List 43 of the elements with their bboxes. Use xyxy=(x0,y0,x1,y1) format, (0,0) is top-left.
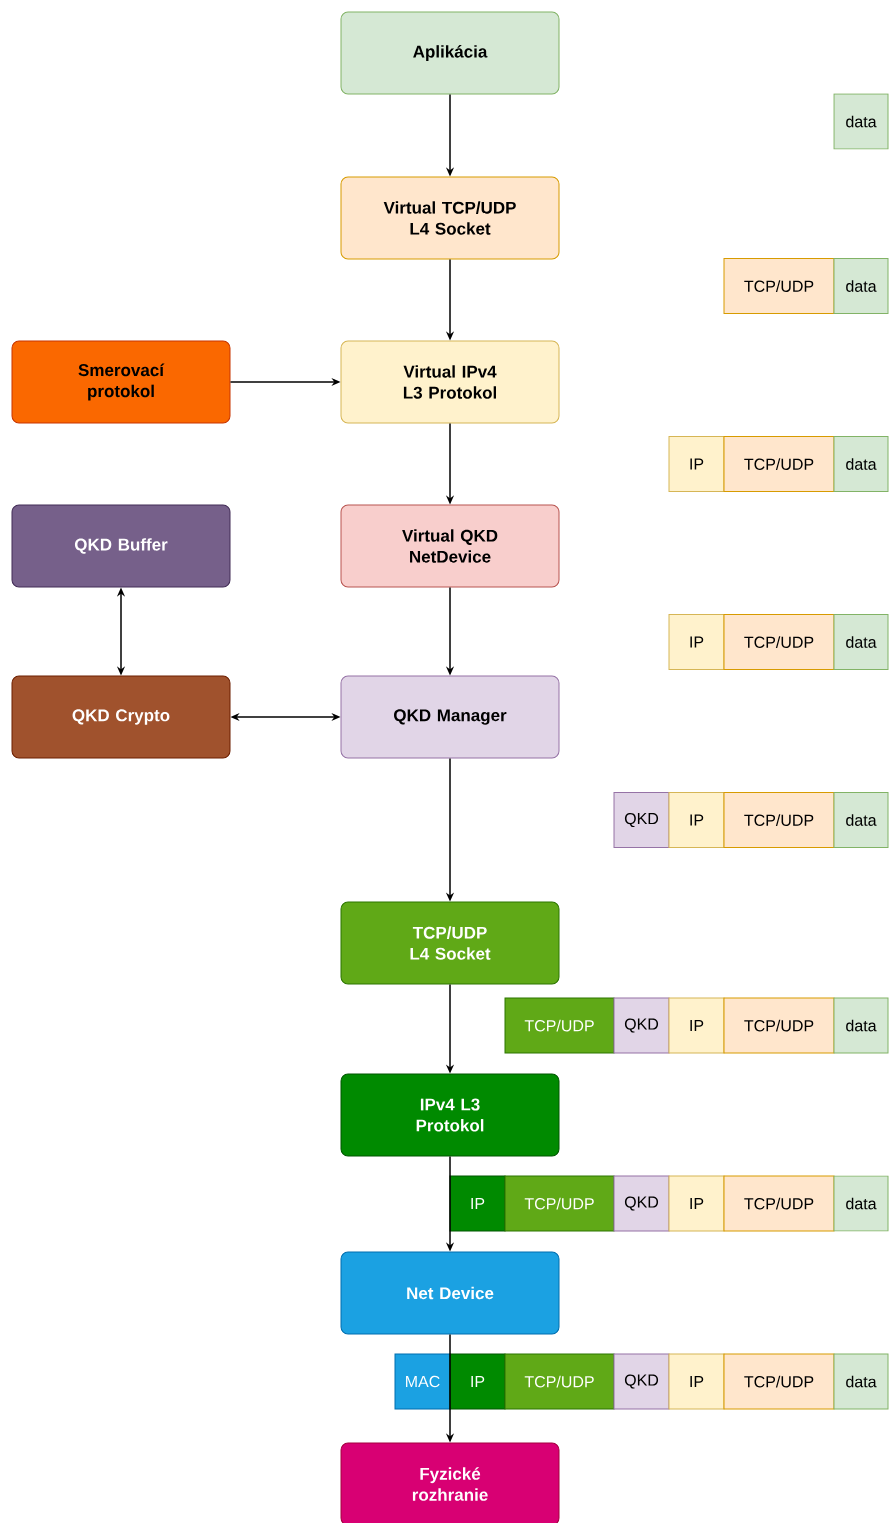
header-cell: TCP/UDP xyxy=(504,997,615,1054)
header-cell: data xyxy=(833,1353,889,1410)
header-cell: IP xyxy=(668,792,725,848)
header-cell: TCP/UDP xyxy=(504,1175,615,1232)
header-cell: TCP/UDP xyxy=(504,1353,615,1410)
header-cell: TCP/UDP xyxy=(723,792,835,848)
header-cell: TCP/UDP xyxy=(723,1353,835,1410)
process-box: Aplikácia xyxy=(340,11,560,95)
process-box: TCP/UDP L4 Socket xyxy=(340,901,560,985)
header-cell: IP xyxy=(668,614,725,670)
header-cell: data xyxy=(833,258,889,314)
process-box: QKD Crypto xyxy=(11,675,231,759)
process-box: QKD Buffer xyxy=(11,504,231,588)
header-cell: MAC xyxy=(394,1353,451,1410)
header-cell: data xyxy=(833,436,889,492)
process-box: Fyzické rozhranie xyxy=(340,1442,560,1523)
header-cell: data xyxy=(833,792,889,848)
header-cell: TCP/UDP xyxy=(723,1175,835,1232)
header-cell: data xyxy=(833,1175,889,1232)
header-cell: TCP/UDP xyxy=(723,436,835,492)
header-cell: QKD xyxy=(613,792,670,848)
header-cell: IP xyxy=(449,1353,506,1410)
header-cell: QKD xyxy=(613,1353,670,1410)
header-cell: QKD xyxy=(613,1175,670,1232)
header-cell: data xyxy=(833,997,889,1054)
header-cell: TCP/UDP xyxy=(723,997,835,1054)
header-cell: data xyxy=(833,614,889,670)
process-box: QKD Manager xyxy=(340,675,560,759)
header-cell: TCP/UDP xyxy=(723,614,835,670)
process-box: Smerovací protokol xyxy=(11,340,231,424)
header-cell: TCP/UDP xyxy=(723,258,835,314)
process-box: IPv4 L3 Protokol xyxy=(340,1073,560,1157)
header-cell: IP xyxy=(449,1175,506,1232)
process-box: Virtual QKD NetDevice xyxy=(340,504,560,588)
header-cell: QKD xyxy=(613,997,670,1054)
header-cell: IP xyxy=(668,436,725,492)
header-cell: IP xyxy=(668,1353,725,1410)
process-box: Virtual IPv4 L3 Protokol xyxy=(340,340,560,424)
header-cell: IP xyxy=(668,1175,725,1232)
header-cell: data xyxy=(833,93,889,150)
process-box: Net Device xyxy=(340,1251,560,1335)
process-box: Virtual TCP/UDP L4 Socket xyxy=(340,176,560,260)
header-cell: IP xyxy=(668,997,725,1054)
